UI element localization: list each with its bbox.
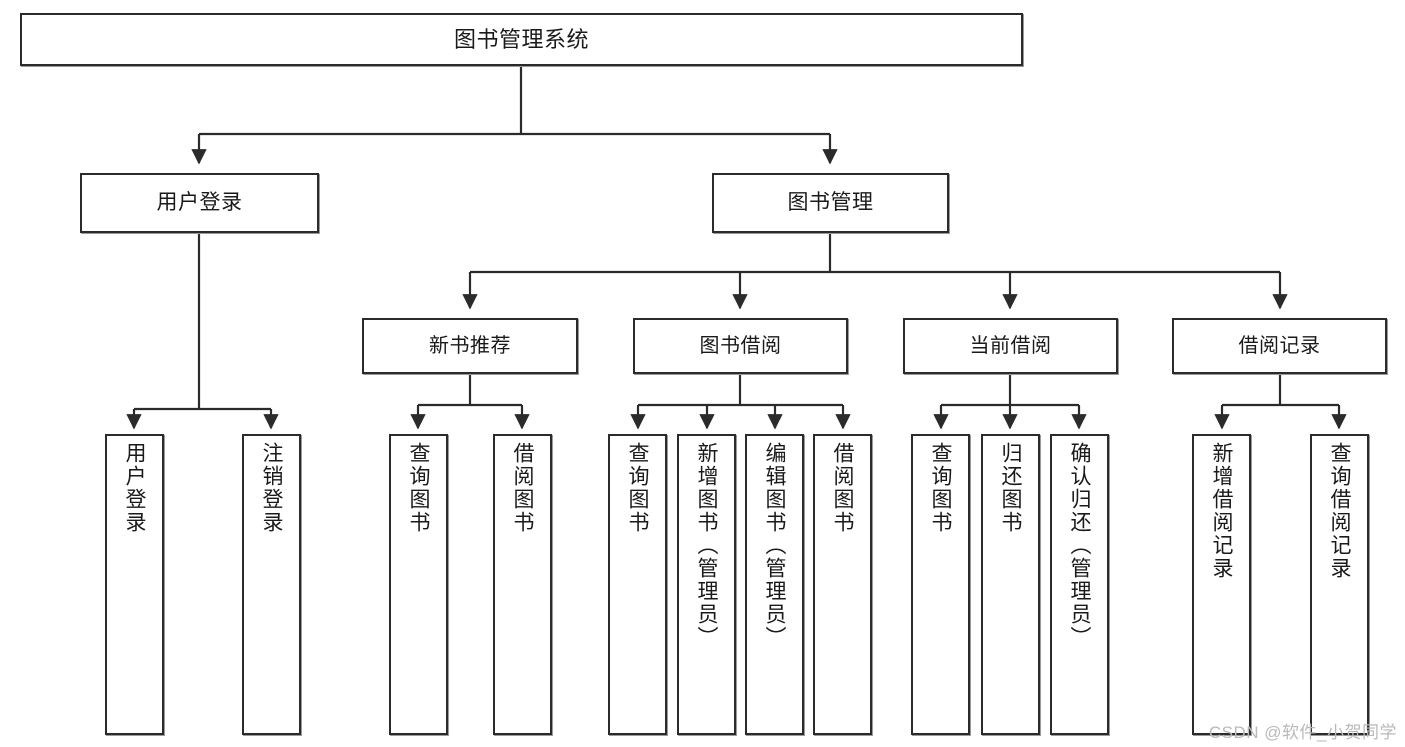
node-book-borrow[interactable]: 图书借阅 <box>633 318 848 374</box>
node-current-borrow[interactable]: 当前借阅 <box>903 318 1118 374</box>
node-root-label: 图书管理系统 <box>453 26 589 52</box>
node-borrow-record[interactable]: 借阅记录 <box>1172 318 1387 374</box>
node-new-book-recommend[interactable]: 新书推荐 <box>362 318 578 374</box>
node-leaf-query-book-2-label: 查询图书 <box>626 442 649 534</box>
node-leaf-logout-login[interactable]: 注销登录 <box>242 434 301 735</box>
node-user-login[interactable]: 用户登录 <box>80 173 319 233</box>
node-borrow-record-label: 借阅记录 <box>1238 334 1321 357</box>
node-leaf-return-book-label: 归还图书 <box>999 442 1022 534</box>
node-leaf-add-borrow-record[interactable]: 新增借阅记录 <box>1192 434 1251 735</box>
node-leaf-query-book-2[interactable]: 查询图书 <box>608 434 667 735</box>
node-book-manage[interactable]: 图书管理 <box>712 173 949 233</box>
node-book-manage-label: 图书管理 <box>787 190 874 214</box>
node-leaf-edit-book[interactable]: 编辑图书（管理员） <box>745 434 804 735</box>
node-book-borrow-label: 图书借阅 <box>699 334 782 357</box>
node-leaf-add-borrow-record-label: 新增借阅记录 <box>1210 442 1233 580</box>
node-root[interactable]: 图书管理系统 <box>20 13 1023 66</box>
node-leaf-query-borrow-record-label: 查询借阅记录 <box>1328 442 1351 580</box>
node-leaf-add-book-label: 新增图书（管理员） <box>695 442 718 649</box>
node-leaf-query-book-3-label: 查询图书 <box>929 442 952 534</box>
node-leaf-borrow-book-2[interactable]: 借阅图书 <box>813 434 872 735</box>
node-leaf-query-book-1-label: 查询图书 <box>407 442 430 534</box>
node-leaf-confirm-return-label: 确认归还（管理员） <box>1068 442 1091 649</box>
node-leaf-query-borrow-record[interactable]: 查询借阅记录 <box>1310 434 1369 735</box>
node-current-borrow-label: 当前借阅 <box>969 334 1052 357</box>
node-leaf-edit-book-label: 编辑图书（管理员） <box>763 442 786 649</box>
node-leaf-logout-login-label: 注销登录 <box>260 442 283 534</box>
node-leaf-confirm-return[interactable]: 确认归还（管理员） <box>1050 434 1109 735</box>
node-leaf-user-login-label: 用户登录 <box>123 442 146 534</box>
node-leaf-borrow-book-2-label: 借阅图书 <box>831 442 854 534</box>
node-leaf-add-book[interactable]: 新增图书（管理员） <box>677 434 736 735</box>
node-leaf-borrow-book-1[interactable]: 借阅图书 <box>493 434 552 735</box>
node-user-login-label: 用户登录 <box>156 190 243 214</box>
watermark: CSDN @软件_小贺同学 <box>1208 723 1397 742</box>
node-leaf-return-book[interactable]: 归还图书 <box>981 434 1040 735</box>
node-leaf-user-login[interactable]: 用户登录 <box>105 434 164 735</box>
node-new-book-recommend-label: 新书推荐 <box>429 334 511 357</box>
node-leaf-query-book-1[interactable]: 查询图书 <box>389 434 448 735</box>
node-leaf-query-book-3[interactable]: 查询图书 <box>911 434 970 735</box>
node-leaf-borrow-book-1-label: 借阅图书 <box>511 442 534 534</box>
